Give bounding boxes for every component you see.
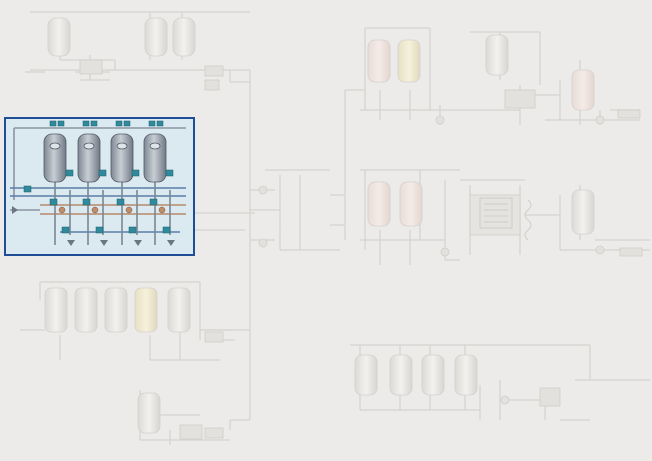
vessel-3 bbox=[110, 133, 134, 183]
heat-exchanger bbox=[479, 197, 532, 241]
highlight-vessels bbox=[43, 133, 167, 183]
vessel-4 bbox=[143, 133, 167, 183]
outlet-arrows bbox=[12, 206, 175, 246]
top-valves bbox=[49, 120, 164, 127]
mid-valves bbox=[23, 169, 174, 234]
vessel-2 bbox=[77, 133, 101, 183]
faded-vessels bbox=[44, 17, 595, 434]
highlighted-tank-group[interactable] bbox=[4, 117, 195, 256]
highlight-pipework bbox=[10, 127, 186, 245]
vessel-1 bbox=[43, 133, 67, 183]
copper-valves bbox=[58, 206, 166, 214]
